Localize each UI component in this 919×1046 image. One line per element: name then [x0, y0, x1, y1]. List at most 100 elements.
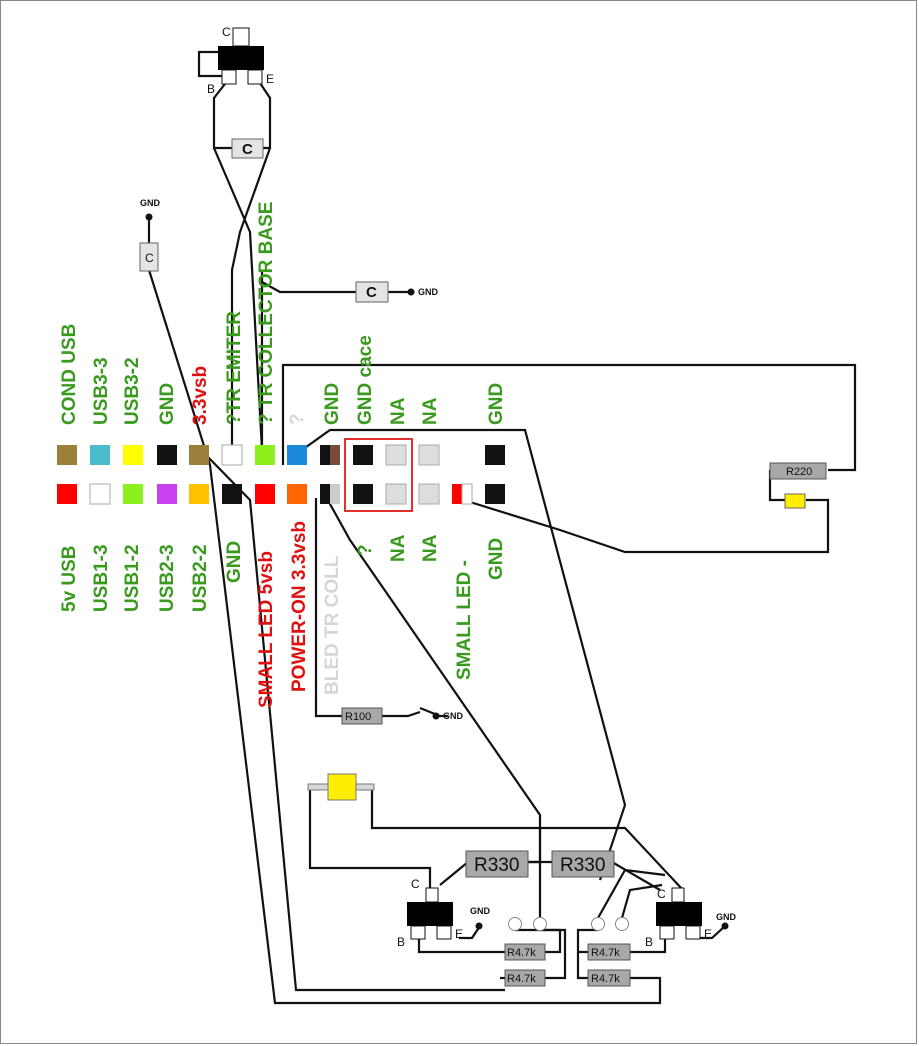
- bottom-label-power-on: POWER-ON 3.3vsb: [289, 521, 310, 692]
- r47k-3-label: R4.7k: [507, 973, 536, 985]
- r330-b: R330: [551, 850, 615, 878]
- r220-label: R220: [786, 466, 812, 478]
- gnd-dot-r100: [432, 712, 440, 720]
- pin-top-3: [123, 445, 143, 465]
- transistor-top-body: [218, 46, 264, 70]
- pin-top-11: [385, 444, 407, 466]
- gnd-label-cap-left: GND: [140, 198, 161, 208]
- pin-bottom-12: [418, 483, 440, 505]
- top-labels: COND USB USB3-3 USB3-2 GND 3.3vsb ?TR EM…: [59, 202, 507, 425]
- wire-r330-a-left: [439, 861, 469, 886]
- pin-bottom-10: [353, 484, 373, 504]
- test-point-4: [615, 917, 629, 931]
- pin-top-10: [353, 445, 373, 465]
- wire-bled-diagonal: [324, 494, 542, 920]
- pin-bottom-9: [320, 484, 340, 504]
- pin-bottom-8: [287, 484, 307, 504]
- r220-resistor: R220: [769, 462, 827, 480]
- bottom-label-small-led-minus: SMALL LED -: [454, 560, 475, 680]
- pin-top-1: [57, 445, 77, 465]
- top-label-usb3-2: USB3-2: [122, 357, 143, 425]
- wire-r330-a: [528, 828, 542, 864]
- test-point-1: [508, 917, 522, 931]
- wire-left-tr-b: [417, 938, 505, 954]
- pin-bottom-11: [385, 483, 407, 505]
- bottom-label-question: ?: [355, 544, 376, 556]
- r47k-1-label: R4.7k: [507, 947, 536, 959]
- bottom-labels: 5v USB USB1-3 USB1-2 USB2-3 USB2-2 GND S…: [59, 521, 507, 708]
- wire-cross-2: [230, 147, 272, 450]
- bottom-label-na-1: NA: [388, 534, 409, 562]
- r47k-4: R4.7k: [587, 969, 631, 987]
- top-label-gnd-3: GND: [486, 383, 507, 425]
- pin-bottom-6: [222, 484, 242, 504]
- r330-a-label: R330: [474, 855, 519, 876]
- gnd-dot-right: [407, 288, 415, 296]
- top-label-gnd-1: GND: [157, 383, 178, 425]
- bottom-label-gnd: GND: [224, 541, 245, 583]
- tr-right-b-label: B: [645, 935, 653, 949]
- bottom-label-usb1-3: USB1-3: [91, 544, 112, 612]
- top-label-gnd-cace: GND cace: [355, 335, 376, 425]
- tr-left-c-label: C: [411, 877, 420, 891]
- top-label-tr-collector-base: ? TR COLLECTOR BASE: [256, 202, 277, 425]
- transistor-top: C B E: [207, 25, 274, 96]
- test-point-3: [591, 917, 605, 931]
- transistor-top-c-label: C: [222, 25, 231, 39]
- wire-r330-b-down: [597, 868, 666, 919]
- wire-e-to-cap: [257, 79, 272, 150]
- pin-top-4: [157, 445, 177, 465]
- wire-right-tr-b: [630, 938, 667, 954]
- small-yellow-led: [784, 493, 806, 509]
- top-label-question: ?: [287, 413, 308, 425]
- transistor-bottom-left: C B E GND: [397, 877, 491, 949]
- wire-left-tr-e: [459, 925, 481, 940]
- r330-b-label: R330: [560, 855, 605, 876]
- bottom-label-bled-tr-coll: BLED TR COLL: [322, 555, 343, 695]
- bottom-label-5v-usb: 5v USB: [59, 545, 80, 612]
- wire-r100: [314, 498, 342, 718]
- wire-right-r47-left: [576, 928, 598, 954]
- pin-top-12: [418, 444, 440, 466]
- gnd-dot-left: [145, 213, 153, 221]
- top-label-gnd-2: GND: [322, 383, 343, 425]
- transistor-top-b-label: B: [207, 82, 215, 96]
- transistor-top-e-label: E: [266, 72, 274, 86]
- wire-top-transistor-loop: [197, 50, 222, 78]
- pin-bottom-5: [189, 484, 209, 504]
- wire-led-return: [469, 498, 830, 554]
- transistor-top-b-leg: [221, 69, 237, 85]
- tr-left-b-label: B: [397, 935, 405, 949]
- wire-to-cap-right: [261, 281, 357, 294]
- tr-right-e-label: E: [704, 927, 712, 941]
- wire-yellow-left: [308, 790, 432, 888]
- wire-yellow-right: [370, 790, 684, 891]
- gnd-label-r100: GND: [443, 711, 464, 721]
- wire-right-r47-bottom: [576, 952, 588, 980]
- wire-to-r220: [281, 363, 857, 472]
- pin-bottom-7: [255, 484, 275, 504]
- pin-bottom-14: [485, 484, 505, 504]
- wire-b-to-cap: [212, 79, 233, 150]
- wire-r220-led: [768, 470, 785, 502]
- pin-top-9: [320, 445, 340, 465]
- capacitor-left-label: C: [145, 251, 154, 265]
- pin-top-13: [485, 445, 505, 465]
- gnd-dot-tr-right: [721, 922, 729, 930]
- r47k-3: R4.7k: [504, 969, 546, 987]
- pins-top-row: [57, 444, 505, 466]
- bottom-label-usb2-3: USB2-3: [157, 544, 178, 612]
- bottom-label-na-2: NA: [420, 534, 441, 562]
- pin-top-2: [90, 445, 110, 465]
- wire-led-5vsb-loop: [205, 454, 505, 992]
- bottom-label-small-led-5vsb: SMALL LED 5vsb: [256, 551, 277, 708]
- top-label-cond-usb: COND USB: [59, 324, 80, 425]
- top-label-tr-emiter: ?TR EMITER: [224, 311, 245, 425]
- top-label-3-3vsb: 3.3vsb: [190, 366, 211, 425]
- wires: [147, 50, 857, 1005]
- pin-bottom-4: [157, 484, 177, 504]
- pin-bottom-3: [123, 484, 143, 504]
- wire-cross-1: [212, 147, 264, 451]
